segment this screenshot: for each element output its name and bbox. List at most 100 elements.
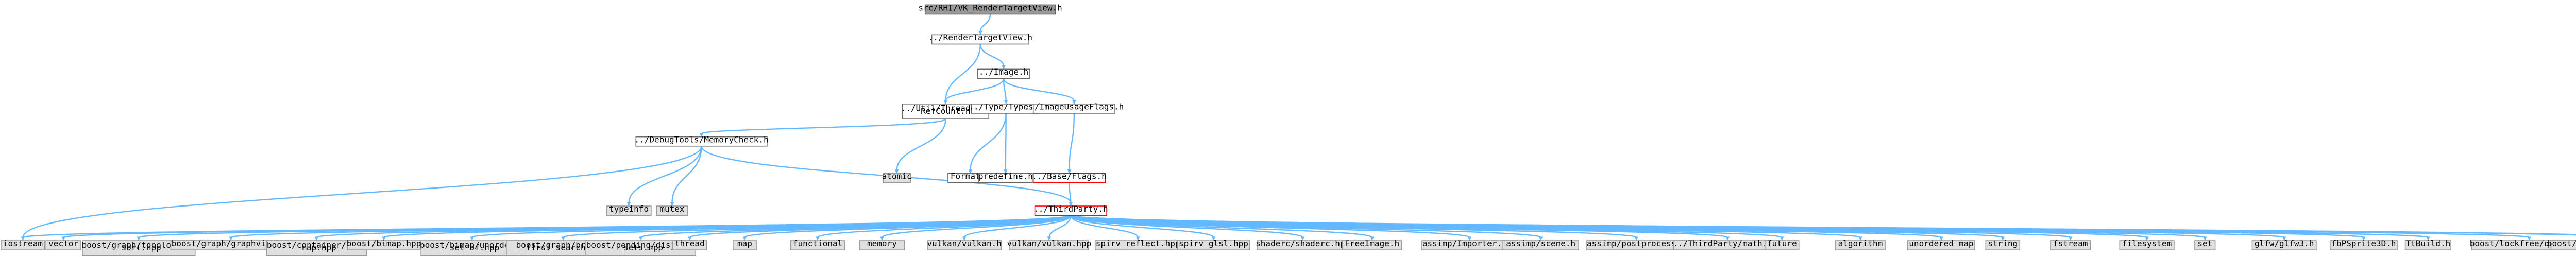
node-bimap[interactable]: boost/bimap.hpp <box>347 238 421 250</box>
node-map[interactable]: map <box>733 238 757 250</box>
node-set[interactable]: set <box>2194 238 2216 250</box>
edge-rtv-to-image <box>979 44 1005 66</box>
node-future[interactable]: future <box>1764 238 1800 250</box>
node-vulkanhpp[interactable]: vulkan/vulkan.hpp <box>1007 238 1091 250</box>
arrowhead-thirdparty-to-assimppost <box>1634 236 1638 242</box>
node-predef[interactable]: predefine.h <box>978 172 1033 183</box>
arrowhead-root-to-rtv <box>978 30 982 36</box>
arrowhead-types-to-format <box>968 169 973 174</box>
node-image[interactable]: ../Image.h <box>977 67 1030 79</box>
node-box <box>606 205 652 216</box>
arrowhead-thirdparty-to-future <box>1780 236 1784 242</box>
node-label: fbPSprite3D.h <box>2331 238 2396 248</box>
node-ttbuild[interactable]: TtBuild.h <box>2404 238 2451 250</box>
node-spirvcollect[interactable]: spirv_reflect.hpp <box>1094 238 1181 250</box>
node-box <box>2471 240 2576 250</box>
node-unordmap[interactable]: unordered_map <box>1907 238 1975 250</box>
arrowhead-thirdparty-to-vulkanhpp <box>1047 236 1052 242</box>
node-memory[interactable]: memory <box>859 238 905 250</box>
node-box <box>1342 240 1402 250</box>
arrowhead-thirdparty-to-iostream <box>21 236 25 242</box>
node-label: boost/lockfree/queue.hpp <box>2470 238 2576 248</box>
node-atomic[interactable]: atomic <box>882 172 912 183</box>
node-usage[interactable]: ../ImageUsageFlags.h <box>1025 102 1124 114</box>
edge-baseflags-to-thirdparty <box>1069 182 1072 203</box>
node-spirvglsl[interactable]: spirv_glsl.hpp <box>1177 238 1250 250</box>
node-label: map <box>737 238 752 248</box>
edge-root-to-rtv <box>979 14 991 32</box>
node-fstream[interactable]: fstream <box>2050 238 2091 250</box>
node-box <box>790 240 845 250</box>
node-filesystem[interactable]: filesystem <box>2119 238 2175 250</box>
node-box <box>2550 240 2576 250</box>
arrowhead-thirdparty-to-set <box>2203 236 2207 242</box>
edge-refcount-to-memcheck <box>701 118 946 134</box>
node-baseflags[interactable]: ../Base/Flags.h <box>1032 172 1107 183</box>
node-graphtraits[interactable]: boost/graph/graph_traits.hpp <box>2547 238 2576 250</box>
node-iostream[interactable]: iostream <box>1 238 45 250</box>
node-lockfree[interactable]: boost/lockfree/queue.hpp <box>2470 238 2576 250</box>
node-vulkanh[interactable]: vulkan/vulkan.h <box>927 238 1002 250</box>
node-label: boost/graph/graph_traits.hpp <box>2547 238 2576 248</box>
node-memcheck[interactable]: ../DebugTools/MemoryCheck.h <box>635 134 769 147</box>
arrowhead-thirdparty-to-spirvglsl <box>1211 236 1216 242</box>
node-box <box>733 240 757 250</box>
node-algorithm[interactable]: algorithm <box>1835 238 1886 250</box>
arrowhead-thirdparty-to-freeimage <box>1370 236 1374 242</box>
node-label: ../DebugTools/MemoryCheck.h <box>635 134 769 144</box>
node-box <box>656 205 688 216</box>
arrowhead-rtv-to-image <box>1002 65 1006 70</box>
node-box <box>931 34 1029 45</box>
arrowhead-image-to-usage <box>1072 100 1076 105</box>
node-assimpimp[interactable]: assimp/Importer.hpp <box>1421 238 1518 250</box>
node-label: RefCount.h <box>921 106 970 116</box>
node-box <box>1835 240 1886 250</box>
node-mutex[interactable]: mutex <box>656 204 688 216</box>
arrowhead-thirdparty-to-vulkanh <box>962 236 967 242</box>
arrowhead-thirdparty-to-unordmap <box>1939 236 1943 242</box>
node-rtv[interactable]: ../RenderTargetView.h <box>928 32 1032 45</box>
edge-memcheck-to-mutex <box>671 146 702 203</box>
arrowhead-image-to-refcount <box>943 100 948 105</box>
node-thread[interactable]: thread <box>672 238 707 250</box>
node-box <box>1177 240 1250 250</box>
node-string[interactable]: string <box>1985 238 2021 250</box>
node-assimpscene[interactable]: assimp/scene.h <box>1502 238 1580 250</box>
edge-thirdparty-to-memory <box>881 215 1072 238</box>
node-label: glfw/glfw3.h <box>2255 238 2314 248</box>
arrowhead-usage-to-baseflags <box>1067 169 1072 174</box>
arrowhead-thirdparty-to-bfs <box>561 236 565 242</box>
node-freeimage[interactable]: FreeImage.h <box>1342 238 1402 250</box>
node-label: boost/bimap.hpp <box>347 238 421 248</box>
node-label: ../RenderTargetView.h <box>928 32 1032 42</box>
node-types[interactable]: ../Type/Types.h <box>969 102 1043 114</box>
arrowhead-thirdparty-to-tpmath <box>1725 236 1730 242</box>
node-graphviz[interactable]: boost/graph/graphviz.hpp <box>170 238 292 250</box>
node-thirdparty[interactable]: ../ThirdParty.h <box>1033 204 1108 216</box>
node-tpmath[interactable]: ../ThirdParty/math.hpp <box>1673 238 1782 250</box>
node-root[interactable]: src/RHI/VK_RenderTargetView.h <box>918 3 1062 15</box>
node-label: vulkan/vulkan.hpp <box>1007 238 1091 248</box>
node-assimppost[interactable]: assimp/postprocess.h <box>1586 238 1687 250</box>
node-typeinfo[interactable]: typeinfo <box>606 204 652 216</box>
node-glfw[interactable]: glfw/glfw3.h <box>2251 238 2317 250</box>
node-box <box>2251 240 2317 250</box>
node-label: assimp/Importer.hpp <box>1422 238 1517 248</box>
arrowhead-memcheck-to-typeinfo <box>626 202 631 207</box>
arrowhead-thirdparty-to-functional <box>816 236 820 242</box>
node-label: assimp/scene.h <box>1506 238 1575 248</box>
node-vector[interactable]: vector <box>45 238 81 250</box>
node-disjoint[interactable]: boost/pending/disjoint_sets.hpp <box>585 240 697 256</box>
edge-thirdparty-to-map <box>744 215 1072 238</box>
node-box <box>977 68 1030 79</box>
node-flatmap[interactable]: boost/container/flat_map.hpp <box>266 240 367 256</box>
node-label: typeinfo <box>609 204 649 214</box>
node-label: ../Util/ThreadSafe <box>901 104 990 113</box>
node-label: FreeImage.h <box>1345 238 1399 248</box>
edge-thirdparty-to-spirvcollect <box>1070 215 1139 238</box>
node-functional[interactable]: functional <box>790 238 845 250</box>
node-label: _sort.hpp <box>116 243 161 252</box>
node-fbx[interactable]: fbPSprite3D.h <box>2330 238 2398 250</box>
node-shaderc[interactable]: shaderc/shaderc.hpp <box>1256 238 1350 250</box>
